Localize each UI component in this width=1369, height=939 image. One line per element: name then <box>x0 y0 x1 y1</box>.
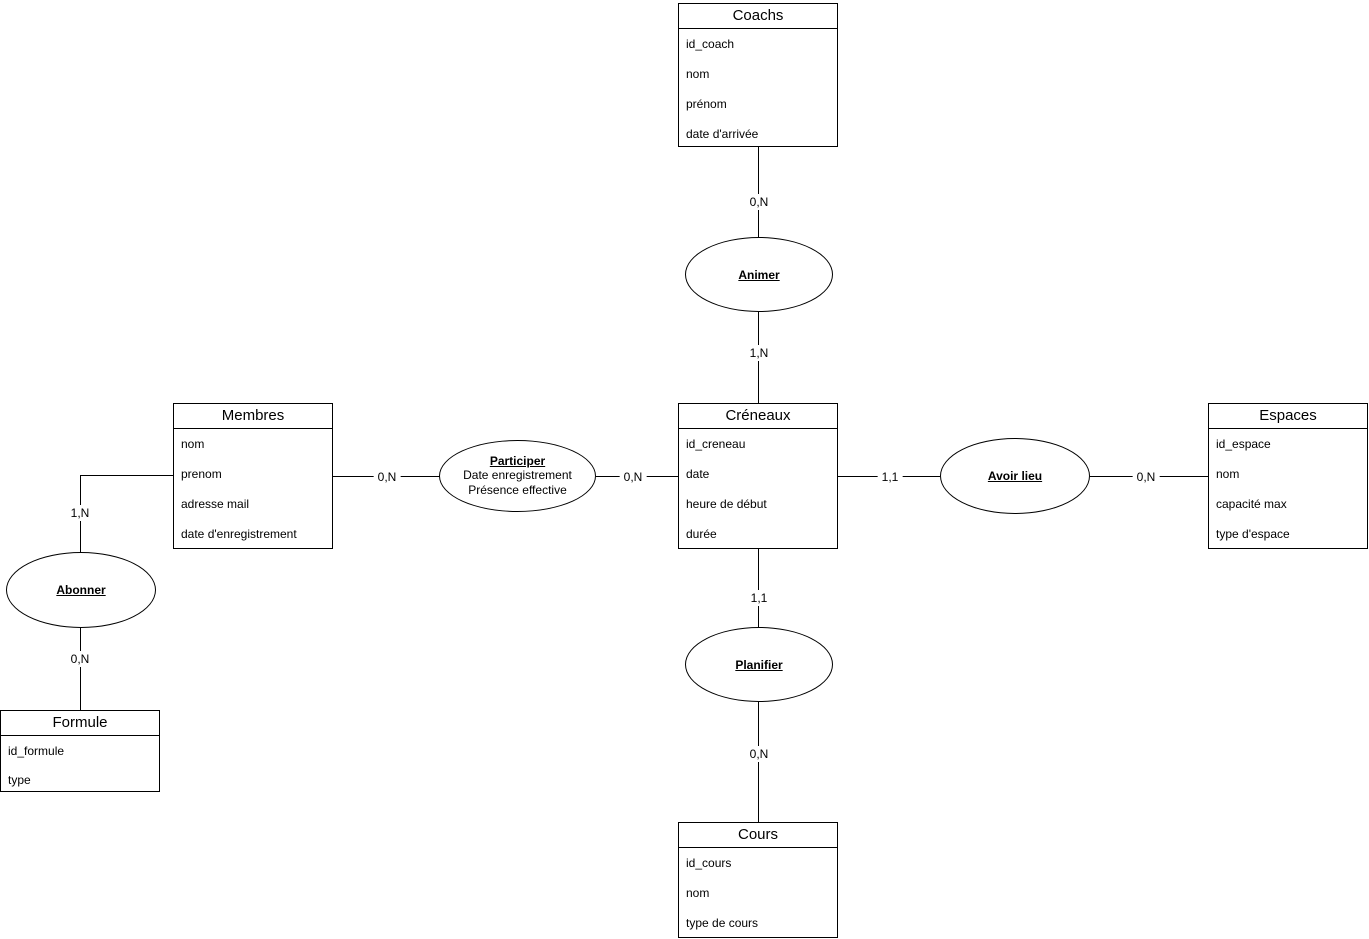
entity-creneaux[interactable]: Créneaux id_creneau date heure de début … <box>678 403 838 549</box>
relationship-participer[interactable]: Participer Date enregistrement Présence … <box>439 440 596 512</box>
cardinality-creneaux-planifier: 1,1 <box>746 590 772 606</box>
connector-abonner-formule <box>80 628 81 710</box>
entity-membres[interactable]: Membres nom prenom adresse mail date d'e… <box>173 403 333 549</box>
entity-attribute: type d'espace <box>1216 527 1290 541</box>
entity-formule[interactable]: Formule id_formule type <box>0 710 160 792</box>
entity-attribute: nom <box>1216 467 1240 481</box>
entity-cours-attributes: id_cours nom type de cours <box>679 848 837 938</box>
entity-attribute: id_cours <box>686 856 732 870</box>
relationship-planifier-name: Planifier <box>735 657 783 672</box>
entity-attribute: nom <box>181 437 205 451</box>
connector-coachs-animer <box>758 147 759 237</box>
cardinality-avoirlieu-espaces: 0,N <box>1132 469 1160 485</box>
entity-attribute: date d'arrivée <box>686 127 759 141</box>
relationship-animer[interactable]: Animer <box>685 237 833 312</box>
entity-espaces-title: Espaces <box>1209 404 1367 429</box>
entity-membres-title: Membres <box>174 404 332 429</box>
entity-attribute: nom <box>686 67 710 81</box>
entity-attribute: id_formule <box>8 743 65 758</box>
entity-attribute: nom <box>686 886 710 900</box>
connector-creneaux-planifier <box>758 549 759 627</box>
relationship-avoir-lieu-name: Avoir lieu <box>987 469 1043 483</box>
entity-espaces-attributes: id_espace nom capacité max type d'espace <box>1209 429 1367 549</box>
entity-cours-title: Cours <box>679 823 837 848</box>
cardinality-animer-creneaux: 1,N <box>745 345 773 361</box>
entity-creneaux-title: Créneaux <box>679 404 837 429</box>
entity-formule-attributes: id_formule type <box>1 736 159 794</box>
entity-attribute: prenom <box>181 467 222 481</box>
relationship-animer-name: Animer <box>738 267 780 282</box>
entity-espaces[interactable]: Espaces id_espace nom capacité max type … <box>1208 403 1368 549</box>
connector-membres-abonner-horizontal <box>81 475 173 476</box>
entity-attribute: prénom <box>686 97 727 111</box>
entity-attribute: capacité max <box>1216 497 1287 511</box>
relationship-attribute: Présence effective <box>468 483 567 497</box>
cardinality-participer-creneaux: 0,N <box>619 469 647 485</box>
entity-cours[interactable]: Cours id_cours nom type de cours <box>678 822 838 938</box>
relationship-participer-name: Participer <box>489 454 546 468</box>
entity-creneaux-attributes: id_creneau date heure de début durée <box>679 429 837 549</box>
entity-attribute: date <box>686 467 710 481</box>
connector-planifier-cours <box>758 702 759 822</box>
entity-attribute: type de cours <box>686 916 759 930</box>
cardinality-creneaux-avoirlieu: 1,1 <box>877 469 903 485</box>
relationship-attribute: Date enregistrement <box>463 468 572 482</box>
entity-attribute: heure de début <box>686 497 767 511</box>
entity-attribute: id_espace <box>1216 437 1271 451</box>
cardinality-abonner-formule: 0,N <box>66 651 94 667</box>
entity-attribute: id_creneau <box>686 437 746 451</box>
entity-attribute: id_coach <box>686 37 735 51</box>
entity-coachs-title: Coachs <box>679 4 837 29</box>
relationship-planifier[interactable]: Planifier <box>685 627 833 702</box>
entity-attribute: durée <box>686 527 717 541</box>
entity-coachs-attributes: id_coach nom prénom date d'arrivée <box>679 29 837 149</box>
entity-attribute: adresse mail <box>181 497 250 511</box>
cardinality-coachs-animer: 0,N <box>745 194 773 210</box>
relationship-avoir-lieu[interactable]: Avoir lieu <box>940 438 1090 514</box>
entity-coachs[interactable]: Coachs id_coach nom prénom date d'arrivé… <box>678 3 838 147</box>
entity-attribute: type <box>8 772 31 787</box>
cardinality-planifier-cours: 0,N <box>745 746 773 762</box>
entity-attribute: date d'enregistrement <box>181 527 297 541</box>
entity-formule-title: Formule <box>1 711 159 736</box>
entity-membres-attributes: nom prenom adresse mail date d'enregistr… <box>174 429 332 549</box>
cardinality-membres-participer: 0,N <box>373 469 401 485</box>
cardinality-membres-abonner: 1,N <box>66 505 94 521</box>
relationship-abonner[interactable]: Abonner <box>6 552 156 628</box>
relationship-abonner-name: Abonner <box>56 583 106 597</box>
